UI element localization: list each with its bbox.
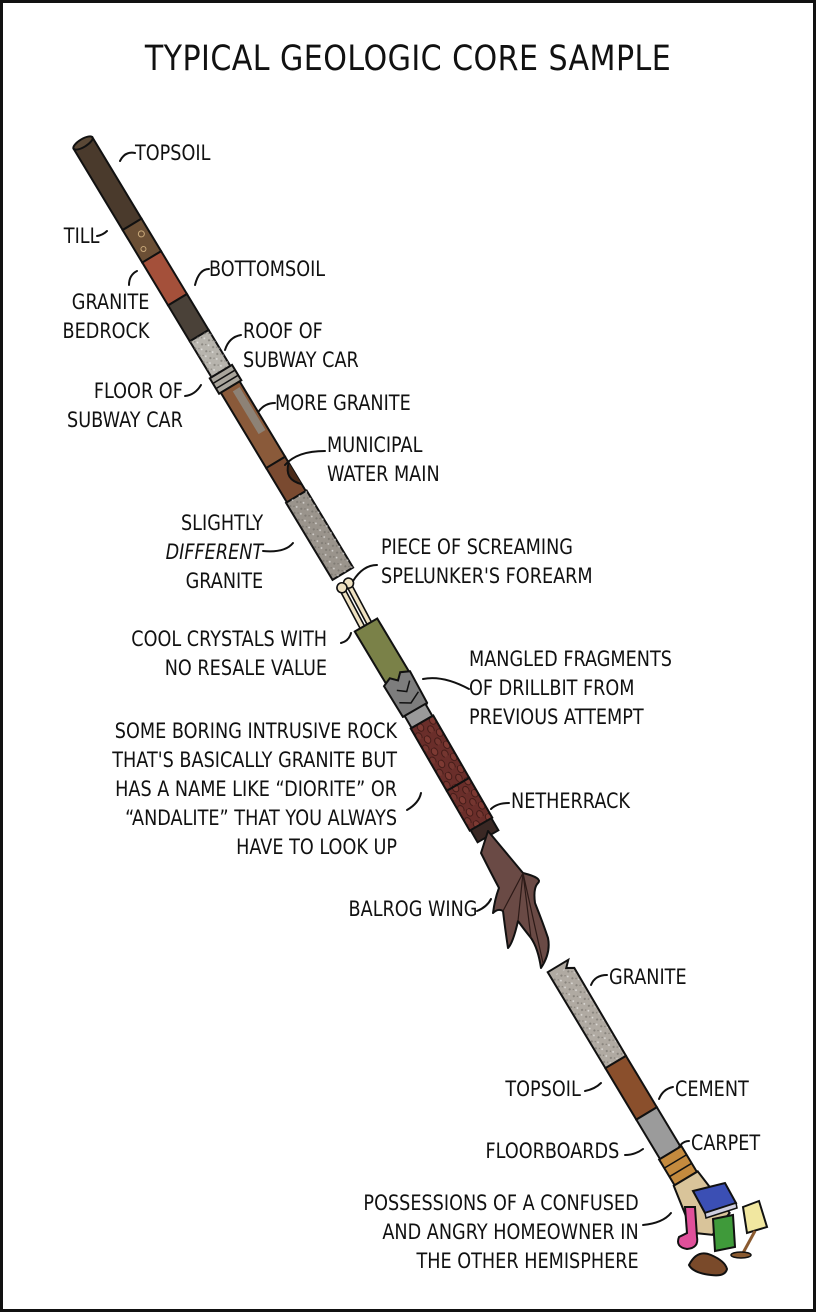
label-balrog-wing: BALROG WING xyxy=(348,897,477,921)
shoe-icon xyxy=(687,1252,729,1277)
label-till: TILL xyxy=(63,224,99,248)
label-bottomsoil: BOTTOMSOIL xyxy=(209,257,326,281)
middle-core xyxy=(353,617,500,844)
label-spelunker-forearm: PIECE OF SCREAMING SPELUNKER'S FOREARM xyxy=(381,535,593,588)
core-sample-illustration xyxy=(72,135,769,1277)
blue-book-icon xyxy=(691,1181,738,1219)
comic-title: TYPICAL GEOLOGIC CORE SAMPLE xyxy=(144,39,672,79)
balrog-wing xyxy=(480,830,550,969)
leader-lines xyxy=(96,151,690,1226)
label-netherrack: NETHERRACK xyxy=(511,789,630,813)
label-slightly-different-granite: SLIGHTLY DIFFERENT GRANITE xyxy=(165,511,263,593)
segment-topsoil-lower xyxy=(604,1054,659,1121)
segment-topsoil xyxy=(72,135,143,232)
label-floorboards: FLOORBOARDS xyxy=(485,1139,619,1163)
label-roof-of-subway-car: ROOF OF SUBWAY CAR xyxy=(243,319,359,372)
label-cement: CEMENT xyxy=(675,1077,749,1101)
label-mangled-drillbit: MANGLED FRAGMENTS OF DRILLBIT FROM PREVI… xyxy=(469,647,672,729)
upper-core xyxy=(72,135,355,582)
label-floor-of-subway-car: FLOOR OF SUBWAY CAR xyxy=(67,379,183,432)
label-carpet: CARPET xyxy=(691,1131,761,1155)
pink-sock-icon xyxy=(677,1206,699,1251)
label-boring-intrusive-rock: SOME BORING INTRUSIVE ROCK THAT'S BASICA… xyxy=(112,719,397,859)
label-cool-crystals: COOL CRYSTALS WITH NO RESALE VALUE xyxy=(131,627,327,680)
label-granite-lower: GRANITE xyxy=(609,965,687,989)
label-granite-bedrock: GRANITE BEDROCK xyxy=(62,290,149,343)
label-possessions: POSSESSIONS OF A CONFUSED AND ANGRY HOME… xyxy=(363,1191,639,1273)
green-book-icon xyxy=(711,1213,737,1253)
lamp-icon xyxy=(730,1199,769,1259)
label-municipal-water-main: MUNICIPAL WATER MAIN xyxy=(327,433,440,486)
label-more-granite: MORE GRANITE xyxy=(275,391,411,415)
label-topsoil: TOPSOIL xyxy=(135,141,211,165)
segment-intrusive-rock xyxy=(409,714,471,793)
label-topsoil-lower: TOPSOIL xyxy=(505,1077,581,1101)
homeowner-possessions xyxy=(677,1181,769,1277)
spelunker-forearm xyxy=(336,577,373,631)
